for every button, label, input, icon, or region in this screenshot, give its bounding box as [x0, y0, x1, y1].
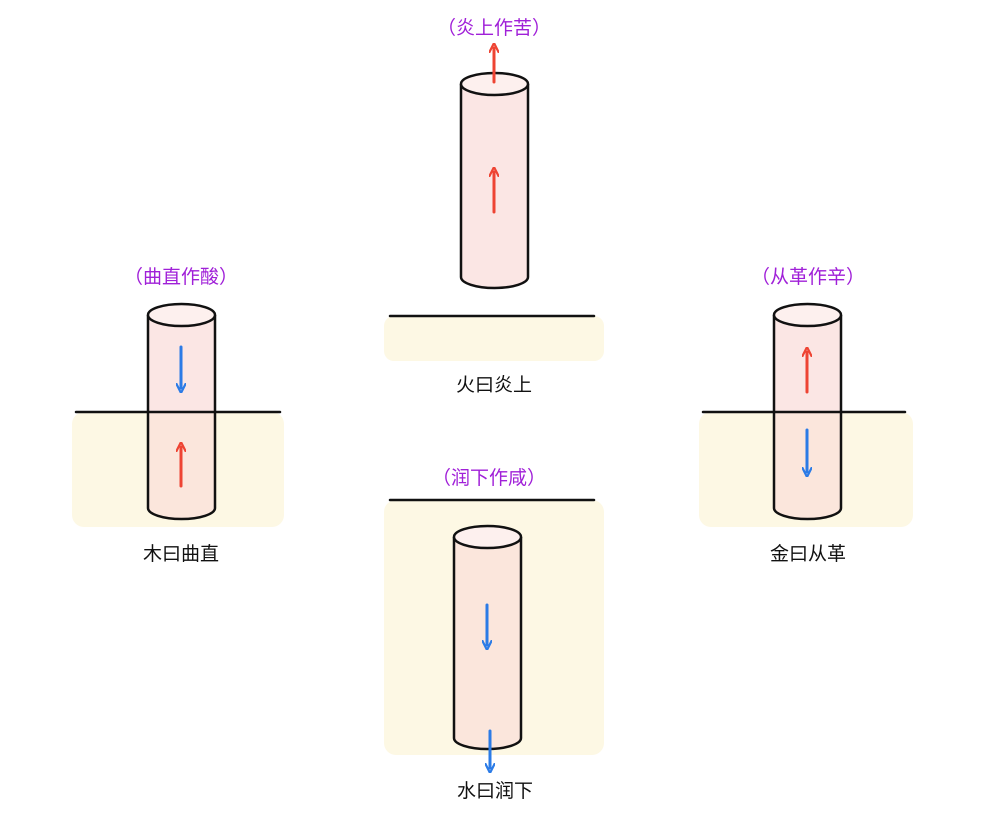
water-panel: （润下作咸） 水曰润下 — [384, 467, 604, 802]
wood-annotation: （曲直作酸） — [124, 266, 238, 288]
water-rod-top — [452, 524, 523, 550]
wood-rod-outline — [146, 315, 217, 521]
metal-annotation: （从革作辛） — [751, 266, 865, 288]
fire-rod-outline — [459, 84, 530, 290]
metal-rod-top — [772, 302, 843, 328]
fire-panel: （炎上作苦） 火曰炎上 — [384, 17, 604, 396]
water-rod-outline — [452, 537, 523, 751]
fire-ground — [384, 316, 604, 361]
wood-panel: （曲直作酸） 木曰曲直 — [72, 266, 284, 565]
metal-label: 金曰从革 — [770, 543, 846, 565]
fire-annotation: （炎上作苦） — [437, 17, 551, 39]
metal-rod-outline — [772, 315, 843, 521]
wood-label: 木曰曲直 — [143, 543, 219, 565]
wood-rod-top — [146, 302, 217, 328]
fire-label: 火曰炎上 — [456, 374, 532, 396]
water-annotation: （润下作咸） — [432, 467, 546, 489]
water-label: 水曰润下 — [457, 780, 533, 802]
metal-panel: （从革作辛） 金曰从革 — [699, 266, 913, 565]
